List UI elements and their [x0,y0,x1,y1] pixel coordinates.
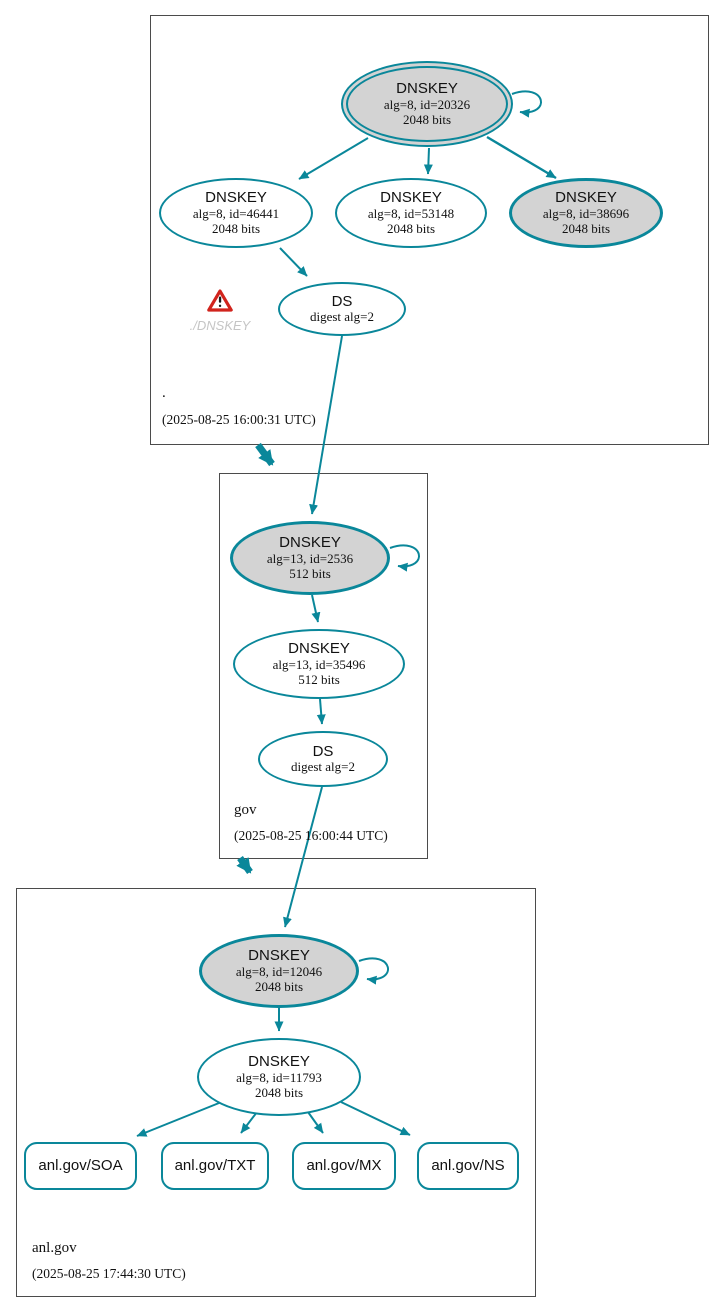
edge-root-ksk-self-loop [511,90,543,118]
edge-delegation-root-to-gov [255,442,275,467]
node-bits: 2048 bits [211,220,261,236]
node-title: DNSKEY [555,189,617,207]
node-bits: 2048 bits [402,111,452,127]
zone-timestamp-root: (2025-08-25 16:00:31 UTC) [162,412,316,427]
edge-anl-zsk-to-soa [136,1100,225,1137]
rrset-node-anl-ns[interactable]: anl.gov/NS [417,1142,519,1190]
node-title: DNSKEY [288,640,350,658]
node-detail: digest alg=2 [290,759,356,775]
dnskey-node-root-zsk-46441[interactable]: DNSKEY alg=8, id=46441 2048 bits [159,178,313,248]
dnskey-node-gov-ksk[interactable]: DNSKEY alg=13, id=2536 512 bits [230,521,390,595]
rrset-label: anl.gov/MX [306,1157,382,1175]
node-title: DS [331,292,353,310]
rrset-node-anl-mx[interactable]: anl.gov/MX [292,1142,396,1190]
zone-box-gov [219,473,428,859]
node-detail: alg=8, id=11793 [236,1069,322,1085]
edge-gov-ds-to-anl-ksk [283,786,323,928]
edge-gov-ksk-to-zsk [311,594,321,623]
zone-box-anl-gov [16,888,536,1297]
rrset-label: anl.gov/TXT [174,1157,256,1175]
edge-root-ksk-to-zsk-38696 [486,135,557,180]
zone-box-root [150,15,709,445]
zone-name-root: . [162,385,166,401]
rrset-label: anl.gov/NS [431,1157,505,1175]
rrset-node-anl-soa[interactable]: anl.gov/SOA [24,1142,137,1190]
node-detail: alg=8, id=38696 [542,205,630,221]
node-title: DNSKEY [396,80,458,98]
node-title: DNSKEY [248,947,310,965]
edge-root-ksk-to-zsk-46441 [298,137,369,180]
edge-anl-zsk-to-txt [240,1111,258,1134]
dnskey-node-gov-zsk[interactable]: DNSKEY alg=13, id=35496 512 bits [233,629,405,699]
node-bits: 2048 bits [561,220,611,236]
node-bits: 2048 bits [254,978,304,994]
dnskey-node-anl-zsk[interactable]: DNSKEY alg=8, id=11793 2048 bits [197,1038,361,1116]
node-title: DNSKEY [248,1053,310,1071]
node-detail: alg=8, id=12046 [235,963,323,979]
rrset-label: anl.gov/SOA [38,1157,123,1175]
warning-triangle-icon [207,289,233,312]
zone-name-gov: gov [234,802,257,818]
edge-gov-zsk-to-ds [316,698,326,725]
rrset-node-anl-txt[interactable]: anl.gov/TXT [161,1142,269,1190]
warning-indicator: ./DNSKEY [184,289,256,333]
edge-anl-ksk-self-loop [358,957,390,985]
warning-label: ./DNSKEY [189,318,251,333]
node-bits: 2048 bits [386,220,436,236]
edge-root-ksk-to-zsk-53148 [423,147,433,175]
dnskey-node-root-ksk[interactable]: DNSKEY alg=8, id=20326 2048 bits [341,61,513,147]
dnskey-node-root-zsk-38696[interactable]: DNSKEY alg=8, id=38696 2048 bits [509,178,663,248]
edge-anl-zsk-to-mx [307,1111,324,1134]
ds-node-root[interactable]: DS digest alg=2 [278,282,406,336]
node-title: DNSKEY [279,534,341,552]
node-title: DS [312,742,334,760]
edge-delegation-gov-to-anl [236,855,253,875]
node-title: DNSKEY [205,189,267,207]
zone-timestamp-gov: (2025-08-25 16:00:44 UTC) [234,828,388,843]
ds-node-gov[interactable]: DS digest alg=2 [258,731,388,787]
edge-gov-ksk-self-loop [389,544,421,572]
dnskey-node-root-zsk-53148[interactable]: DNSKEY alg=8, id=53148 2048 bits [335,178,487,248]
zone-name-anl-gov: anl.gov [32,1240,77,1256]
node-detail: digest alg=2 [309,309,375,325]
zone-timestamp-anl-gov: (2025-08-25 17:44:30 UTC) [32,1266,186,1281]
node-detail: alg=8, id=20326 [383,96,471,112]
node-detail: alg=8, id=46441 [192,205,280,221]
edge-root-zsk-46441-to-ds [279,247,308,277]
edge-root-ds-to-gov-ksk [309,335,343,515]
node-detail: alg=8, id=53148 [367,205,455,221]
node-bits: 512 bits [298,671,340,687]
node-detail: alg=13, id=2536 [266,550,354,566]
node-detail: alg=13, id=35496 [272,656,366,672]
node-bits: 512 bits [289,565,331,581]
node-bits: 2048 bits [254,1084,304,1100]
dnskey-node-anl-ksk[interactable]: DNSKEY alg=8, id=12046 2048 bits [199,934,359,1008]
node-title: DNSKEY [380,189,442,207]
edge-anl-zsk-to-ns [340,1101,411,1136]
